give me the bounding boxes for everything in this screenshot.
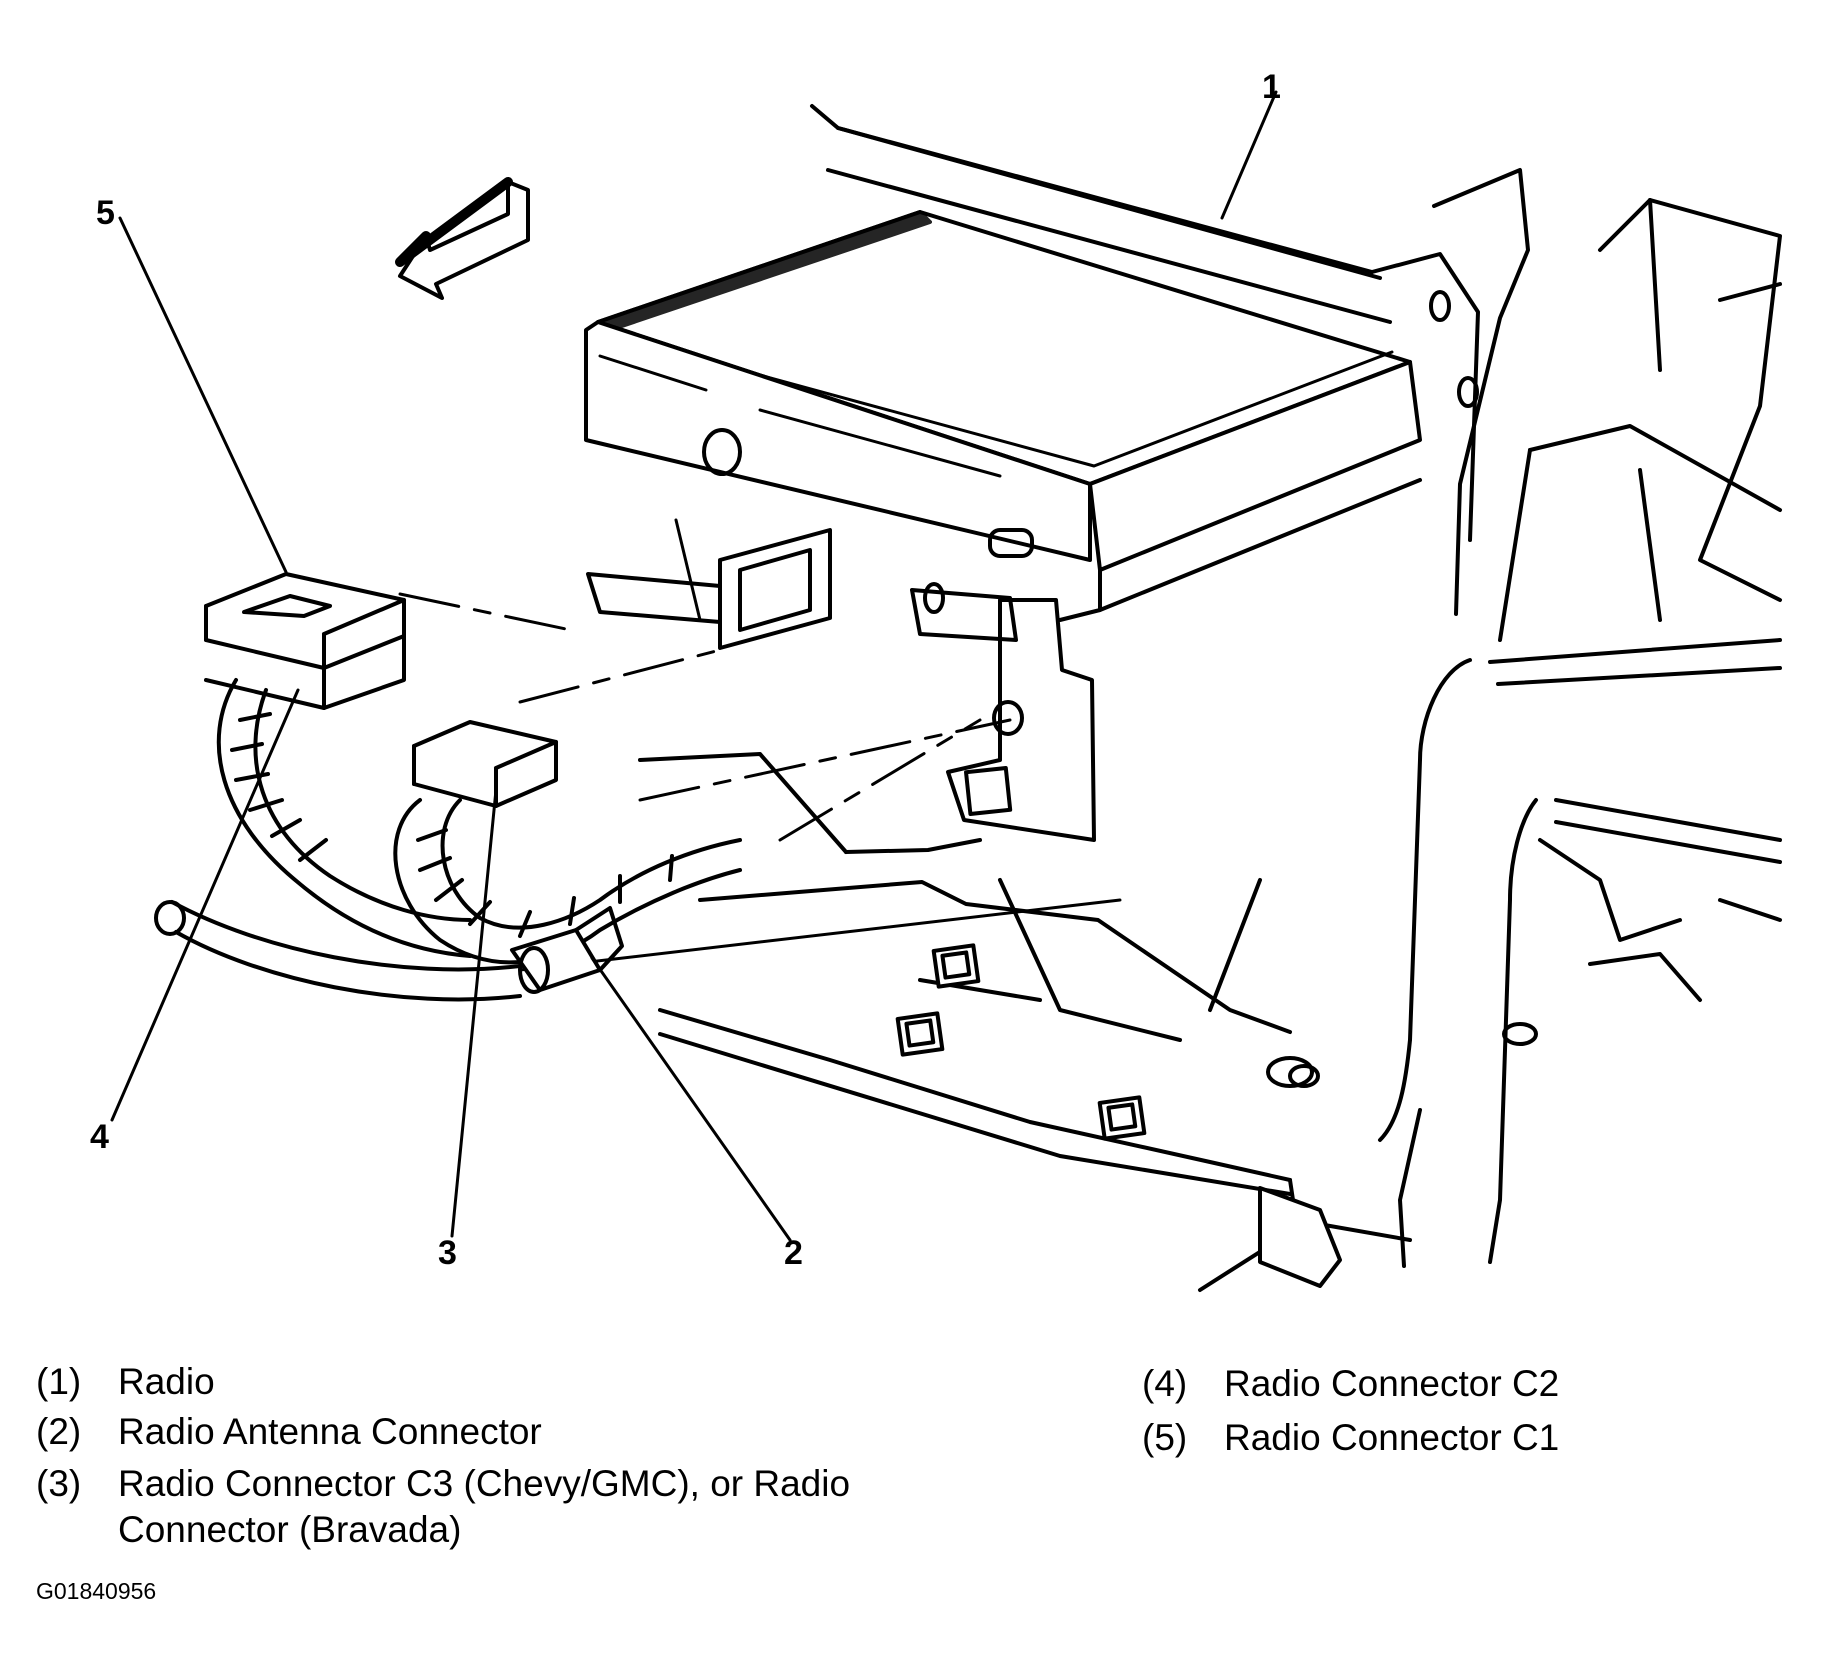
legend-label-continued: Connector (Bravada) <box>118 1509 462 1550</box>
callout-5: 5 <box>96 194 115 232</box>
legend-number: (2) <box>36 1411 82 1452</box>
legend-number: (1) <box>36 1361 82 1402</box>
legend-number: (5) <box>1142 1417 1188 1458</box>
legend-label: Radio <box>118 1361 215 1402</box>
legend-item-5: (5) Radio Connector C1 <box>1142 1416 1742 1462</box>
alignment-lines <box>398 592 1122 972</box>
legend-number: (3) <box>36 1463 82 1504</box>
front-direction-arrow-icon <box>395 177 530 300</box>
legend-label: Radio Antenna Connector <box>118 1411 542 1452</box>
legend-item-2: (2) Radio Antenna Connector <box>36 1410 936 1456</box>
legend-label: Radio Connector C1 <box>1224 1417 1560 1458</box>
callout-1: 1 <box>1262 68 1281 106</box>
instrument-panel-frame <box>1258 168 1782 1288</box>
radio-body <box>584 210 1479 842</box>
dash-trim-rails <box>810 104 1392 324</box>
legend-number: (4) <box>1142 1363 1188 1404</box>
legend-label: Radio Connector C2 <box>1224 1363 1560 1404</box>
callout-3: 3 <box>438 1234 457 1272</box>
callout-leaders <box>110 90 1278 1242</box>
figure-id: G01840956 <box>36 1578 157 1604</box>
legend-item-1: (1) Radio <box>36 1360 936 1406</box>
callout-4: 4 <box>90 1118 109 1156</box>
legend-label: Radio Connector C3 (Chevy/GMC), or Radio <box>118 1463 851 1504</box>
legend-item-3: (3) Radio Connector C3 (Chevy/GMC), or R… <box>36 1462 976 1554</box>
legend-item-4: (4) Radio Connector C2 <box>1142 1362 1742 1408</box>
wiring-harness <box>154 572 742 1002</box>
callout-2: 2 <box>784 1234 803 1272</box>
